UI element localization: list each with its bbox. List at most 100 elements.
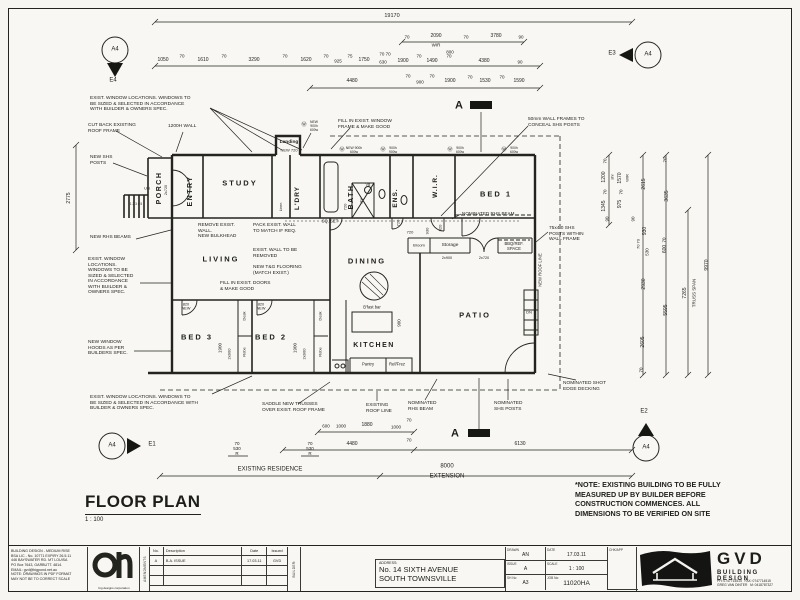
dim-top: 1750 bbox=[358, 57, 370, 64]
door-label: 2x900 bbox=[441, 255, 453, 260]
firm-logo-caption: big designs corporation bbox=[98, 586, 130, 590]
dim-right: 975 bbox=[617, 199, 624, 209]
builder-strip: BUILDER: bbox=[288, 547, 301, 591]
dim-right: 70 bbox=[602, 189, 608, 195]
room-label-bath: BATH bbox=[347, 184, 355, 210]
dim-top: 900 bbox=[416, 79, 424, 85]
fixture-robe: Robe bbox=[317, 347, 323, 357]
fixture-landing: Landing bbox=[279, 140, 299, 146]
note-cut-back-roof: CUT BACK EXISTING ROOF FRAME bbox=[88, 123, 136, 134]
window-icon: Ⓦ bbox=[301, 122, 307, 129]
fixture-shower: shr bbox=[358, 198, 364, 204]
dim-window: 1900 bbox=[217, 342, 223, 354]
sheet-cell: SH No A3 bbox=[506, 575, 546, 590]
window-icon: Ⓦ bbox=[380, 147, 386, 154]
dim-top: 1530 bbox=[479, 78, 491, 85]
dim-right: 1570 bbox=[617, 172, 624, 184]
dim-top: 70 bbox=[282, 53, 288, 59]
door-label: 820 NEW bbox=[181, 302, 191, 311]
dim-top: 1610 bbox=[197, 57, 209, 64]
window-label: NEW 900h 600w bbox=[345, 146, 363, 154]
roof-lines-dashed bbox=[160, 135, 561, 391]
marker-e2-bubble-label: A4 bbox=[642, 444, 650, 451]
address-label: ADDRESS: bbox=[379, 561, 398, 565]
room-label-patio: PATIO bbox=[459, 310, 491, 320]
dim-right: 70 bbox=[662, 157, 668, 163]
door-label: 820 NEW bbox=[256, 302, 266, 311]
room-label-ldry: L'DRY bbox=[294, 186, 302, 210]
note-sq-set: SQ. SET bbox=[321, 218, 339, 224]
section-a-bottom-label: A bbox=[451, 427, 459, 440]
dim-right: 3635 bbox=[664, 190, 671, 202]
note-50mm-frames: 50mm WALL FRAMES TO CONCEAL SHS POSTS bbox=[528, 117, 585, 128]
dim-top-wir: WIR bbox=[431, 42, 441, 48]
marker-e2-arrow-icon bbox=[638, 423, 654, 436]
window-icon: Ⓦ bbox=[447, 147, 453, 154]
issue-label: ISSUE bbox=[507, 562, 517, 566]
marker-e3-arrow-icon bbox=[619, 48, 633, 62]
dim-top: 800 bbox=[446, 49, 454, 55]
dim-right: 930 bbox=[642, 226, 649, 236]
window-label: 900h 600w bbox=[509, 146, 519, 154]
dim-right-wir: WIR bbox=[624, 174, 630, 182]
note-saddle-trusses: SADDLE NEW TRUSSES OVER EXIST. ROOF FRAM… bbox=[262, 402, 325, 413]
room-label-kitchen: KITCHEN bbox=[353, 341, 395, 349]
sink-icon bbox=[340, 363, 346, 369]
dim-right: 70 bbox=[602, 158, 608, 164]
note-nominated-rhs-beam-2: NOMINATED RHS BEAM bbox=[408, 401, 437, 412]
window-icon: Ⓦ bbox=[501, 147, 507, 154]
fixture-bbq: BBQ/REF. SPACE bbox=[504, 241, 524, 251]
dim-bottom: 4480 bbox=[346, 441, 358, 448]
gvd-logo-block: GVD BUILDING DESIGN PH: 0747714514 FAX: … bbox=[637, 547, 791, 591]
fixture-broom: Broom bbox=[413, 242, 425, 248]
gvd-logo-flag-icon bbox=[640, 551, 712, 588]
dim-top: 70 bbox=[221, 53, 227, 59]
note-existing-roof-line: EXISTING ROOF LINE bbox=[366, 403, 392, 414]
dim-top: 70 bbox=[404, 34, 410, 40]
dim-top: 630 bbox=[379, 59, 387, 65]
issue-cell: ISSUE A bbox=[506, 561, 546, 575]
window-label: 900h 900w bbox=[388, 146, 398, 154]
door-label: 720 bbox=[342, 203, 348, 211]
marker-e4-label: E4 bbox=[109, 77, 117, 84]
marker-e1-bubble bbox=[98, 432, 126, 460]
dim-top: 3780 bbox=[490, 33, 502, 40]
note-new-shs-posts: NEW SHS POSTS bbox=[90, 155, 113, 166]
door-label: 720 bbox=[406, 229, 414, 235]
toilet-icon bbox=[378, 189, 386, 199]
dim-top: 925 bbox=[334, 58, 342, 64]
note-1200h-wall: 1200H WALL bbox=[168, 124, 197, 129]
fixture-vanity: VB bbox=[365, 182, 371, 187]
issue-value: A bbox=[523, 566, 528, 572]
address-line2: SOUTH TOWNSVILLE bbox=[379, 574, 457, 584]
fixtures bbox=[237, 161, 539, 373]
room-label-entry: ENTRY bbox=[186, 175, 194, 207]
marker-e3-bubble-label: A4 bbox=[644, 51, 652, 58]
amendments-table: AMENDMENTS No. Description Date Issued A… bbox=[140, 547, 288, 591]
amendment-description: B.A. ISSUE bbox=[164, 556, 243, 565]
dim-window: 2x900 bbox=[226, 348, 232, 360]
dim-top: 1900 bbox=[397, 58, 409, 65]
firm-logo: big designs corporation bbox=[88, 547, 140, 591]
room-label-bed2: BED 2 bbox=[254, 332, 288, 342]
drawn-value: AN bbox=[522, 552, 529, 558]
dim-top: 1490 bbox=[426, 58, 438, 65]
dim-top: 1590 bbox=[513, 78, 525, 85]
marker-e1-arrow-icon bbox=[127, 438, 141, 454]
dim-top: 70 bbox=[429, 73, 435, 79]
drawing-scale: 1 : 100 bbox=[85, 517, 104, 523]
dim-bfast: 900 bbox=[396, 319, 402, 327]
note-nominated-rhs-beam: NOMINATED RHS BEAM bbox=[462, 211, 515, 216]
amendment-date: 17.03.11 bbox=[242, 556, 268, 565]
job-value: 11020HA bbox=[563, 580, 590, 587]
amendments-col-date: Date bbox=[242, 547, 268, 555]
dim-right-shr: shr bbox=[609, 174, 615, 180]
note-exist-windows-bottom: EXIST. WINDOW LOCATIONS. WINDOWS TO BE S… bbox=[90, 395, 198, 412]
fixture-steps-dn: DN bbox=[526, 309, 532, 315]
job-cell: JOB No: 11020HA bbox=[546, 575, 608, 590]
amendments-grid: No. Description Date Issued A B.A. ISSUE… bbox=[149, 547, 287, 591]
dim-right: 1345 bbox=[601, 200, 608, 212]
dim-top: 70 bbox=[463, 34, 469, 40]
site-note: *NOTE: EXISTING BUILDING TO BE FULLY MEA… bbox=[575, 480, 721, 518]
